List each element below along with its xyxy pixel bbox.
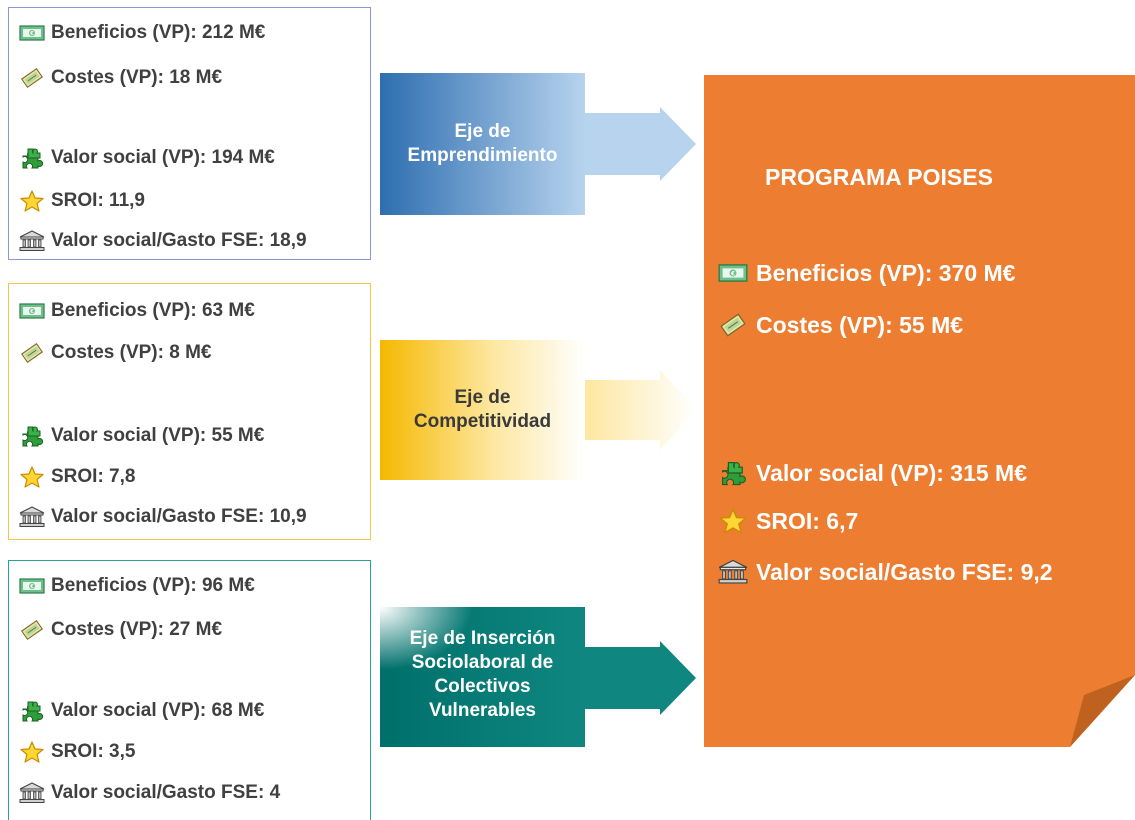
gasto-row: Valor social/Gasto FSE: 4 xyxy=(19,782,280,804)
gasto-text: Valor social/Gasto FSE: 10,9 xyxy=(51,506,307,527)
gasto-text: Valor social/Gasto FSE: 4 xyxy=(51,782,281,803)
valor-social-row: Valor social (VP): 55 M€ xyxy=(19,425,264,447)
valor-social-text: Valor social (VP): 68 M€ xyxy=(51,700,265,721)
beneficios-row: Beneficios (VP): 212 M€ xyxy=(19,22,265,44)
banknote-icon xyxy=(19,575,45,597)
arrow-label-line: Vulnerables xyxy=(428,700,536,721)
program-beneficios-text: Beneficios (VP): 370 M€ xyxy=(756,260,1016,286)
emprendimiento-axis-arrow: Eje de Emprendimiento xyxy=(380,73,700,215)
valor-social-text: Valor social (VP): 194 M€ xyxy=(51,147,275,168)
competitividad-metrics-box: Beneficios (VP): 63 M€ Costes (VP): 8 M€… xyxy=(8,283,371,540)
arrow-label-line: Eje de xyxy=(454,387,511,408)
banknote-icon xyxy=(718,261,748,287)
bank-icon xyxy=(19,506,45,528)
beneficios-text: Beneficios (VP): 96 M€ xyxy=(51,575,255,596)
program-sroi-row: SROI: 6,7 xyxy=(718,508,858,535)
beneficios-text: Beneficios (VP): 212 M€ xyxy=(51,22,266,43)
valor-social-row: Valor social (VP): 68 M€ xyxy=(19,700,264,722)
sroi-row: SROI: 7,8 xyxy=(19,466,135,488)
puzzle-icon xyxy=(718,461,748,487)
costes-text: Costes (VP): 8 M€ xyxy=(51,342,212,363)
sroi-row: SROI: 11,9 xyxy=(19,190,145,212)
star-icon xyxy=(19,466,45,488)
arrow-label-line: Sociolaboral de xyxy=(411,652,554,673)
coins-icon xyxy=(19,619,45,641)
sroi-text: SROI: 3,5 xyxy=(51,741,136,762)
valor-social-row: Valor social (VP): 194 M€ xyxy=(19,147,275,169)
gasto-text: Valor social/Gasto FSE: 18,9 xyxy=(51,230,307,251)
sroi-text: SROI: 11,9 xyxy=(51,190,145,211)
gasto-row: Valor social/Gasto FSE: 18,9 xyxy=(19,230,307,252)
program-gasto-text: Valor social/Gasto FSE: 9,2 xyxy=(756,559,1053,585)
program-beneficios-row: Beneficios (VP): 370 M€ xyxy=(718,260,1015,287)
puzzle-icon xyxy=(19,147,45,169)
banknote-icon xyxy=(19,22,45,44)
gasto-row: Valor social/Gasto FSE: 10,9 xyxy=(19,506,307,528)
arrow-label-line: Eje de xyxy=(454,121,511,142)
program-gasto-row: Valor social/Gasto FSE: 9,2 xyxy=(718,559,1053,586)
arrow-label-line: Emprendimiento xyxy=(407,145,558,166)
bank-icon xyxy=(19,230,45,252)
banknote-icon xyxy=(19,300,45,322)
star-icon xyxy=(19,190,45,212)
program-sroi-text: SROI: 6,7 xyxy=(756,508,859,534)
puzzle-icon xyxy=(19,425,45,447)
program-costes-text: Costes (VP): 55 M€ xyxy=(756,312,964,338)
star-icon xyxy=(718,509,748,535)
program-costes-row: Costes (VP): 55 M€ xyxy=(718,312,963,339)
bank-icon xyxy=(718,560,748,586)
program-valor-social-text: Valor social (VP): 315 M€ xyxy=(756,460,1028,486)
competitividad-axis-label: Eje de Competitividad xyxy=(380,386,585,434)
arrow-label-line: Eje de Inserción xyxy=(409,628,556,649)
costes-row: Costes (VP): 8 M€ xyxy=(19,342,211,364)
beneficios-row: Beneficios (VP): 63 M€ xyxy=(19,300,255,322)
costes-row: Costes (VP): 18 M€ xyxy=(19,67,222,89)
coins-icon xyxy=(718,313,748,339)
insercion-axis-label: Eje de Inserción Sociolaboral de Colecti… xyxy=(380,627,585,723)
sroi-row: SROI: 3,5 xyxy=(19,741,135,763)
competitividad-axis-arrow: Eje de Competitividad xyxy=(380,340,700,480)
insercion-axis-arrow: Eje de Inserción Sociolaboral de Colecti… xyxy=(380,607,700,747)
programa-poises-box: PROGRAMA POISES Beneficios (VP): 370 M€ … xyxy=(704,75,1135,747)
coins-icon xyxy=(19,67,45,89)
sroi-text: SROI: 7,8 xyxy=(51,466,136,487)
valor-social-text: Valor social (VP): 55 M€ xyxy=(51,425,265,446)
emprendimiento-metrics-box: Beneficios (VP): 212 M€ Costes (VP): 18 … xyxy=(8,7,371,260)
arrow-label-line: Colectivos xyxy=(434,676,531,697)
bank-icon xyxy=(19,782,45,804)
programa-poises-title: PROGRAMA POISES xyxy=(765,164,993,190)
coins-icon xyxy=(19,342,45,364)
insercion-metrics-box: Beneficios (VP): 96 M€ Costes (VP): 27 M… xyxy=(8,560,371,820)
puzzle-icon xyxy=(19,700,45,722)
costes-text: Costes (VP): 18 M€ xyxy=(51,67,223,88)
arrow-label-line: Competitividad xyxy=(413,411,552,432)
emprendimiento-axis-label: Eje de Emprendimiento xyxy=(380,120,585,168)
beneficios-text: Beneficios (VP): 63 M€ xyxy=(51,300,255,321)
costes-text: Costes (VP): 27 M€ xyxy=(51,619,223,640)
costes-row: Costes (VP): 27 M€ xyxy=(19,619,222,641)
program-valor-social-row: Valor social (VP): 315 M€ xyxy=(718,460,1027,487)
beneficios-row: Beneficios (VP): 96 M€ xyxy=(19,575,255,597)
star-icon xyxy=(19,741,45,763)
